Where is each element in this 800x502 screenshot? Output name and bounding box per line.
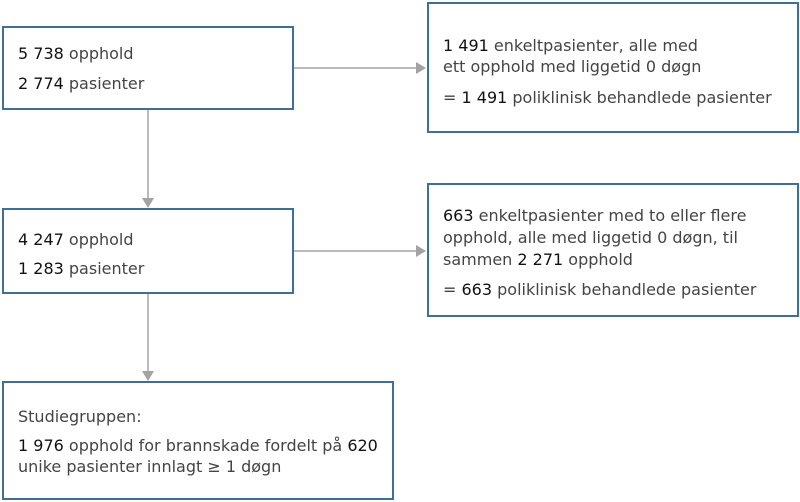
total-label: sammen (443, 250, 518, 269)
stays-count: 4 247 (18, 230, 64, 249)
excluded-patients-label: enkeltpasienter, alle med (488, 36, 698, 55)
excluded-patients-label: enkeltpasienter med to eller flere (473, 206, 747, 225)
outpatient-label: poliklinisk behandlede pasienter (507, 88, 772, 107)
outpatient-count: 663 (461, 280, 493, 299)
excluded-description: opphold, alle med liggetid 0 døgn, til (443, 228, 738, 247)
patients-label: pasienter (63, 259, 145, 278)
arrowhead-right-1 (416, 62, 426, 74)
box-study-group: Studiegruppen: 1 976 opphold for brannsk… (2, 381, 394, 500)
box-excluded-single-stay: 1 491 enkeltpasienter, alle med ett opph… (427, 2, 799, 133)
study-stays-count: 1 976 (18, 436, 64, 455)
total-stays-count: 2 271 (517, 250, 564, 269)
outpatient-count: 1 491 (461, 88, 508, 107)
study-group-title: Studiegruppen: (18, 407, 142, 426)
outpatient-label: poliklinisk behandlede pasienter (492, 280, 757, 299)
box-excluded-multiple-stays: 663 enkeltpasienter med to eller flere o… (427, 183, 799, 317)
patients-count: 1 283 (18, 259, 64, 278)
arrowhead-down-1 (142, 198, 154, 208)
equals-sign: = (443, 280, 462, 299)
excluded-description: ett opphold med liggetid 0 døgn (443, 57, 702, 76)
stays-count: 5 738 (18, 44, 64, 63)
study-patients-count: 620 (347, 436, 378, 455)
patients-count: 2 774 (18, 74, 64, 93)
arrowhead-right-2 (416, 245, 426, 257)
patients-label: pasienter (63, 74, 145, 93)
excluded-patients-count: 663 (443, 206, 474, 225)
equals-sign: = (443, 88, 462, 107)
arrowhead-down-2 (142, 371, 154, 381)
excluded-patients-count: 1 491 (443, 36, 489, 55)
total-stays-label: opphold (563, 250, 633, 269)
box-remaining-stays: 4 247 opphold 1 283 pasienter (2, 208, 294, 294)
stays-label: opphold (63, 44, 134, 63)
stays-label: opphold (63, 230, 134, 249)
study-stays-label: opphold for brannskade fordelt på (63, 436, 348, 455)
box-total-stays: 5 738 opphold 2 774 pasienter (2, 26, 294, 110)
study-patients-description: unike pasienter innlagt ≥ 1 døgn (18, 457, 282, 476)
